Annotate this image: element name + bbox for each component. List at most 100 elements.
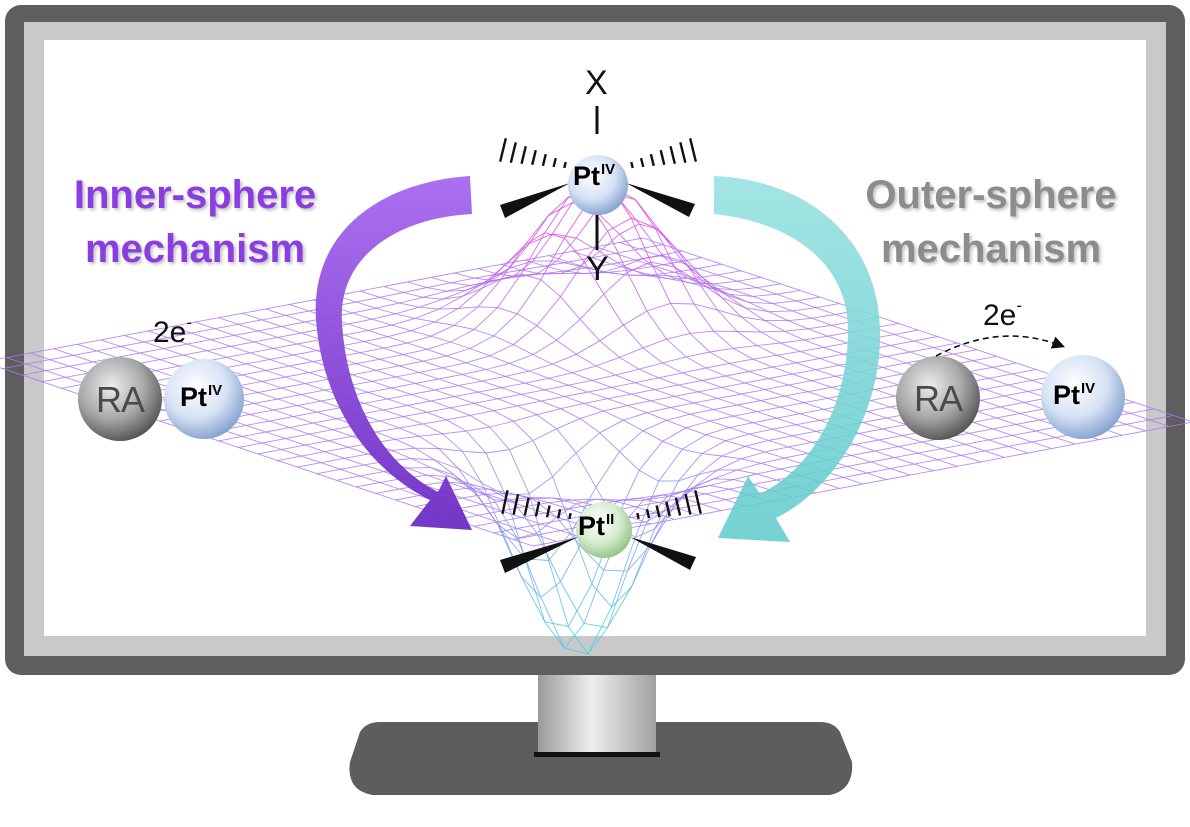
mesh-line (878, 373, 903, 379)
mesh-line (438, 307, 459, 310)
mesh-line (784, 395, 805, 404)
mesh-line (705, 488, 730, 495)
mesh-line (976, 406, 1001, 412)
mesh-line (316, 411, 337, 420)
mesh-line (332, 429, 353, 437)
mesh-line (29, 352, 50, 361)
mesh-line (968, 371, 989, 379)
mesh-line (544, 621, 569, 627)
mesh-line (749, 366, 773, 372)
mesh-line (650, 505, 675, 545)
mesh-line (407, 342, 428, 350)
mesh-line (678, 250, 703, 278)
mesh-line (257, 387, 282, 393)
mesh-line (980, 399, 1001, 408)
mesh-line (371, 313, 396, 320)
mesh-line (395, 313, 416, 319)
inner-title-line1: Inner-sphere (73, 173, 317, 217)
mesh-line (591, 252, 616, 259)
mesh-line (654, 261, 679, 267)
mesh-line (693, 277, 714, 285)
mesh-line (682, 434, 707, 450)
mesh-line (996, 355, 1017, 364)
hashed-bond-line (679, 142, 687, 163)
mesh-line (682, 260, 703, 278)
mesh-line (454, 268, 479, 274)
mesh-line (914, 459, 938, 465)
mesh-line (246, 358, 270, 365)
mesh-line (745, 307, 769, 313)
mesh-line (752, 417, 777, 424)
mesh-line (336, 479, 357, 488)
mesh-line (697, 281, 718, 311)
mesh-line (407, 335, 432, 344)
mesh-line (96, 350, 117, 358)
mesh-line (411, 458, 435, 461)
mesh-line (336, 475, 361, 481)
mesh-line (528, 214, 550, 244)
mesh-line (536, 532, 561, 582)
mesh-line (984, 384, 1009, 390)
mesh-line (1055, 437, 1076, 445)
mesh-line (658, 372, 683, 379)
mesh-line (238, 380, 262, 387)
mesh-line (964, 443, 985, 452)
mesh-line (371, 376, 396, 382)
mesh-line (520, 576, 542, 598)
mesh-line (642, 258, 667, 276)
mesh-line (1016, 419, 1040, 425)
mesh-line (568, 583, 593, 627)
mesh-line (697, 469, 718, 476)
mesh-line (481, 375, 506, 382)
mesh-line (308, 433, 329, 442)
mesh-line (650, 400, 671, 408)
mesh-line (662, 244, 683, 252)
hashed-bond-line (568, 512, 572, 520)
mesh-line (666, 338, 687, 358)
mesh-line (654, 227, 675, 268)
mesh-line (407, 467, 431, 469)
mesh-line (697, 263, 722, 269)
mesh-line (281, 449, 302, 457)
mesh-line (344, 334, 365, 343)
electrons-label-right: 2e- (983, 297, 1022, 331)
mesh-line (536, 260, 557, 275)
mesh-line (619, 241, 640, 250)
mesh-line (159, 359, 180, 367)
mesh-line (705, 367, 726, 377)
mesh-line (265, 369, 286, 378)
mesh-line (316, 468, 341, 475)
mesh-line (1031, 437, 1056, 443)
mesh-line (768, 440, 789, 448)
mesh-line (1031, 441, 1052, 450)
hashed-bond-line (557, 509, 562, 519)
mesh-line (493, 527, 518, 534)
mesh-line (705, 283, 726, 295)
mesh-line (261, 442, 282, 451)
mesh-line (273, 409, 294, 418)
mesh-line (792, 310, 813, 319)
mesh-line (277, 455, 302, 462)
mesh-line (1098, 434, 1123, 441)
mesh-line (560, 296, 581, 320)
mesh-line (933, 347, 954, 355)
mesh-line (513, 534, 537, 540)
mesh-line (297, 405, 318, 413)
mesh-line (1122, 430, 1146, 436)
mesh-line (458, 503, 482, 510)
mesh-line (611, 587, 632, 608)
mesh-line (560, 265, 581, 275)
mesh-line (662, 427, 687, 442)
mesh-line (485, 493, 506, 501)
mesh-line (438, 295, 463, 310)
mesh-line (619, 347, 644, 358)
mesh-line (458, 380, 482, 387)
mesh-line (642, 338, 667, 349)
mesh-line (678, 380, 702, 386)
mesh-line (524, 382, 545, 391)
mesh-line (167, 337, 188, 345)
mesh-line (556, 418, 581, 430)
mesh-line (517, 405, 538, 416)
electron-transfer-arrow (935, 335, 1065, 357)
